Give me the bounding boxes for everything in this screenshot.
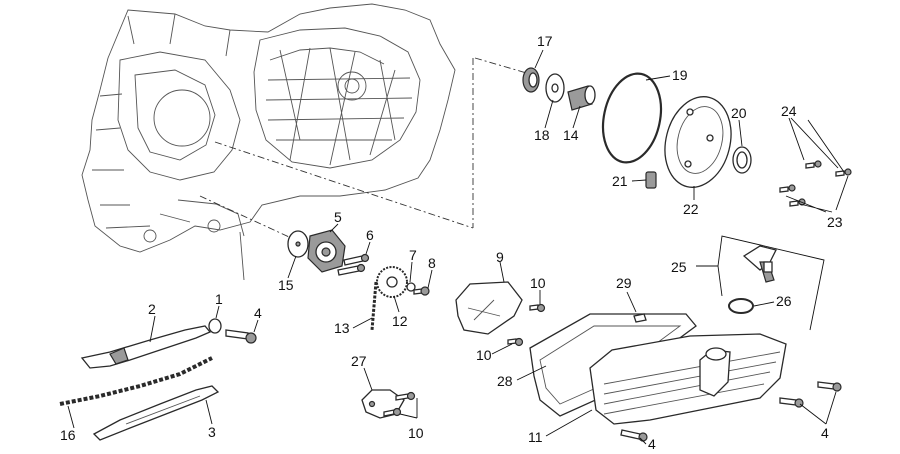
callout-10-a: 10 bbox=[530, 275, 546, 291]
callout-21: 21 bbox=[612, 173, 628, 189]
chain-guide-3 bbox=[92, 385, 220, 441]
gear-17 bbox=[522, 67, 540, 93]
callout-4-a: 4 bbox=[254, 305, 262, 321]
callout-28: 28 bbox=[497, 373, 513, 389]
screw-8 bbox=[413, 286, 430, 296]
dipstick-frame bbox=[717, 235, 825, 331]
callout-23: 23 bbox=[827, 214, 843, 230]
gasket-15 bbox=[287, 230, 309, 258]
callout-9: 9 bbox=[496, 249, 504, 265]
alignment-line-crank bbox=[214, 141, 474, 229]
washer-7 bbox=[406, 282, 416, 292]
callout-10-b: 10 bbox=[476, 347, 492, 363]
callout-10-c: 10 bbox=[408, 425, 424, 441]
bushing-14 bbox=[567, 85, 596, 111]
screws-24-23 bbox=[779, 160, 852, 207]
callout-4-b: 4 bbox=[648, 436, 656, 452]
oil-sump-11 bbox=[589, 333, 787, 425]
callouts: 17 18 14 19 20 21 22 24 23 25 26 5 6 7 8… bbox=[60, 33, 843, 452]
callout-14: 14 bbox=[563, 127, 579, 143]
callout-18: 18 bbox=[534, 127, 550, 143]
callout-12: 12 bbox=[392, 313, 408, 329]
callout-4-c: 4 bbox=[821, 425, 829, 441]
clip-21 bbox=[645, 171, 657, 189]
seal-20 bbox=[732, 146, 752, 174]
bushing-1 bbox=[208, 318, 222, 334]
callout-6: 6 bbox=[366, 227, 374, 243]
chain-13 bbox=[370, 281, 378, 331]
callout-16: 16 bbox=[60, 427, 76, 443]
callout-27: 27 bbox=[351, 353, 367, 369]
callout-5: 5 bbox=[334, 209, 342, 225]
callout-29: 29 bbox=[616, 275, 632, 291]
o-ring-19 bbox=[601, 72, 663, 164]
callout-26: 26 bbox=[776, 293, 792, 309]
callout-25: 25 bbox=[671, 259, 687, 275]
callout-20: 20 bbox=[731, 105, 747, 121]
screws-10-plate bbox=[507, 303, 546, 347]
pump-cover-22 bbox=[664, 96, 732, 188]
callout-7: 7 bbox=[409, 247, 417, 263]
callout-1: 1 bbox=[215, 291, 223, 307]
sprocket-12 bbox=[376, 266, 408, 298]
drive-chain-16 bbox=[59, 356, 213, 406]
dipstick-25 bbox=[742, 245, 777, 283]
callout-15: 15 bbox=[278, 277, 294, 293]
chain-tensioner-2 bbox=[80, 325, 212, 369]
callout-24: 24 bbox=[781, 103, 797, 119]
oil-pump-5 bbox=[307, 229, 346, 273]
screws-6 bbox=[337, 253, 370, 276]
callout-22: 22 bbox=[683, 201, 699, 217]
alignment-line-upper bbox=[474, 57, 531, 75]
callout-11: 11 bbox=[528, 429, 543, 445]
dowel-29 bbox=[633, 313, 647, 323]
washer-18 bbox=[545, 73, 565, 103]
bolts-4-sump bbox=[620, 381, 842, 442]
callout-3: 3 bbox=[208, 424, 216, 440]
callout-19: 19 bbox=[672, 67, 688, 83]
callout-2: 2 bbox=[148, 301, 156, 317]
callout-13: 13 bbox=[334, 320, 350, 336]
callout-17: 17 bbox=[537, 33, 553, 49]
callout-8: 8 bbox=[428, 255, 436, 271]
o-ring-26 bbox=[728, 298, 754, 314]
leader-lines bbox=[67, 49, 849, 445]
bolt-4-upper bbox=[225, 329, 257, 344]
screws-10-lower bbox=[383, 391, 416, 417]
crankcase bbox=[81, 3, 456, 281]
alignment-line-pump bbox=[199, 195, 301, 243]
cover-plate-9 bbox=[455, 281, 523, 335]
